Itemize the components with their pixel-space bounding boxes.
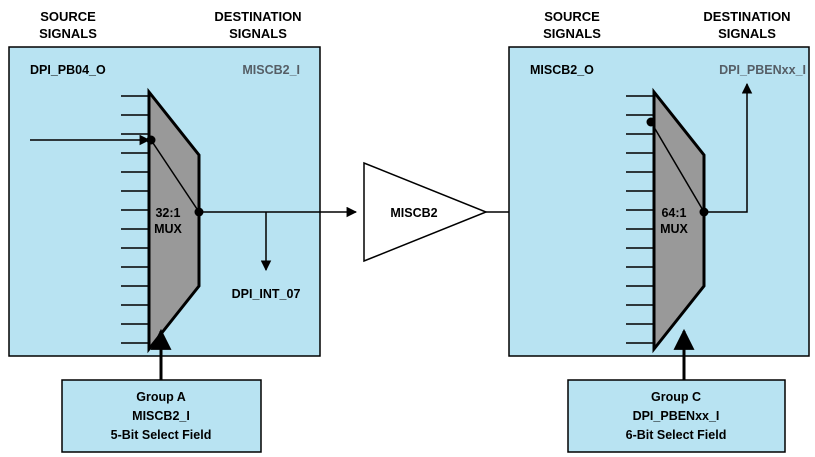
- right-mux-input-dot: [646, 117, 656, 127]
- right-mux-connection: [650, 121, 705, 213]
- header-right-dest-line1: DESTINATION: [703, 9, 790, 24]
- right-mux: [652, 87, 706, 354]
- left-select-box: [61, 379, 262, 453]
- left-select-signal: MISCB2_I: [132, 409, 190, 423]
- left-source-name: DPI_PB04_O: [30, 63, 106, 77]
- left-mux-inputs: [121, 95, 150, 344]
- right-select-signal: DPI_PBENxx_I: [633, 409, 720, 423]
- left-mux-ratio: 32:1: [155, 206, 180, 220]
- right-select-field: 6-Bit Select Field: [626, 428, 727, 442]
- right-mux-label: MUX: [660, 222, 688, 236]
- buffer-label: MISCB2: [390, 206, 437, 220]
- header-left-source-line2: SIGNALS: [39, 26, 97, 41]
- right-output-arrow: [704, 82, 753, 213]
- right-source-name: MISCB2_O: [530, 63, 594, 77]
- left-mux-label: MUX: [154, 222, 182, 236]
- left-mux-connection: [150, 139, 200, 213]
- header-left-destination: DESTINATION SIGNALS: [214, 9, 301, 41]
- header-right-destination: DESTINATION SIGNALS: [703, 9, 790, 41]
- left-mux-input-dot: [146, 135, 156, 145]
- left-dest-name: MISCB2_I: [242, 63, 300, 77]
- miscb2-buffer: [363, 161, 489, 263]
- tap-output-name: DPI_INT_07: [232, 287, 301, 301]
- left-select-field: 5-Bit Select Field: [111, 428, 212, 442]
- header-left-source: SOURCE SIGNALS: [39, 9, 97, 41]
- header-left-source-line1: SOURCE: [40, 9, 96, 24]
- header-right-source: SOURCE SIGNALS: [543, 9, 601, 41]
- header-right-source-line2: SIGNALS: [543, 26, 601, 41]
- header-right-dest-line2: SIGNALS: [718, 26, 776, 41]
- right-mux-ratio: 64:1: [661, 206, 686, 220]
- header-left-dest-line2: SIGNALS: [229, 26, 287, 41]
- right-dest-name: DPI_PBENxx_I: [719, 63, 806, 77]
- right-mux-inputs: [626, 95, 655, 344]
- header-right-source-line1: SOURCE: [544, 9, 600, 24]
- header-left-dest-line1: DESTINATION: [214, 9, 301, 24]
- right-select-box: [567, 379, 786, 453]
- left-select-group: Group A: [136, 390, 186, 404]
- right-select-group: Group C: [651, 390, 701, 404]
